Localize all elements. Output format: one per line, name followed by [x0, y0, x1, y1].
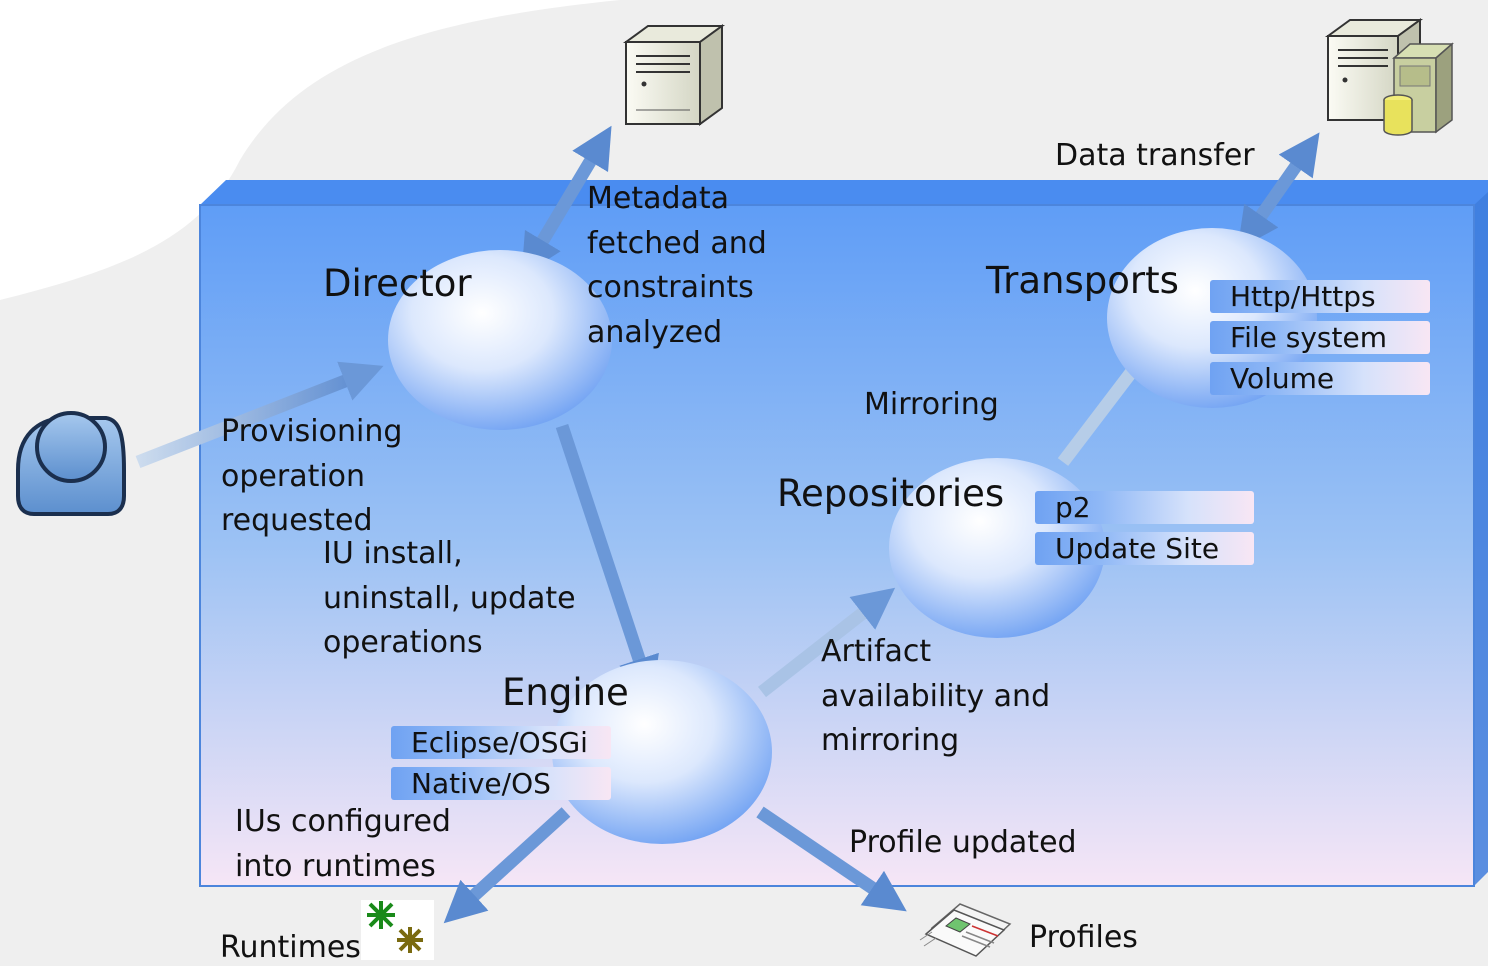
data-server-icon: [1324, 18, 1454, 136]
box-top-face: [200, 180, 1488, 205]
profile-updated-annotation: Profile updated: [849, 825, 1077, 860]
provisioning-annotation: Provisioning operation requested: [221, 414, 403, 538]
arrow-engine-to-repositories: [757, 587, 896, 698]
data-transfer-annotation: Data transfer: [1055, 138, 1255, 173]
transports-label: Transports: [986, 259, 1179, 302]
arrow-engine-to-profiles: [756, 806, 907, 912]
transport-tag-volume: Volume: [1210, 362, 1430, 395]
profiles-icon: [919, 903, 1012, 957]
artifact-annotation: Artifact availability and mirroring: [821, 634, 1051, 758]
arrow-user-to-director: [135, 361, 384, 469]
user-icon: [16, 411, 126, 516]
repository-tag-p2: p2: [1035, 491, 1254, 524]
director-node: [388, 250, 612, 430]
arrow-engine-to-runtimes: [443, 807, 571, 924]
runtimes-icon: [361, 900, 434, 960]
ius-configured-annotation: IUs configured into runtimes: [235, 804, 451, 884]
arrow-director-to-engine: [555, 423, 659, 699]
transport-tag-http: Http/Https: [1210, 280, 1430, 313]
metadata-server-icon: [622, 24, 726, 126]
director-label: Director: [323, 262, 472, 305]
arrow-transports-data-server: [1237, 132, 1320, 250]
runtimes-label: Runtimes: [220, 930, 361, 965]
transport-tag-filesystem: File system: [1210, 321, 1430, 354]
repository-tag-update-site: Update Site: [1035, 532, 1254, 565]
engine-tag-eclipse-osgi: Eclipse/OSGi: [391, 726, 611, 759]
iu-operations-annotation: IU install, uninstall, update operations: [323, 536, 576, 660]
box-side-face: [1474, 192, 1488, 886]
metadata-annotation: Metadata fetched and constraints analyze…: [587, 181, 767, 350]
profiles-label: Profiles: [1029, 920, 1138, 955]
arrow-director-metadata-server: [521, 125, 612, 277]
mirroring-annotation: Mirroring: [864, 387, 999, 422]
repositories-label: Repositories: [777, 472, 1005, 515]
engine-label: Engine: [502, 671, 629, 714]
engine-tag-native-os: Native/OS: [391, 767, 611, 800]
